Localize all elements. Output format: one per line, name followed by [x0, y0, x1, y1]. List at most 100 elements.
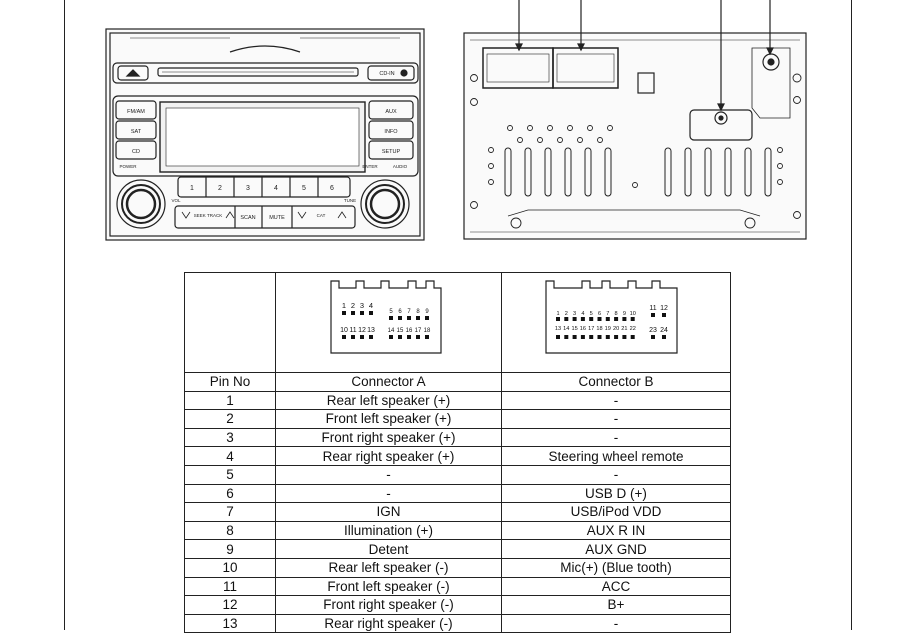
a-pin-9: 9: [425, 309, 429, 315]
pin-no-cell: 7: [184, 502, 276, 522]
b-pin-label-bottom: 24: [660, 327, 668, 334]
label-vol: VOL: [171, 198, 181, 203]
label-fmam: FM/AM: [127, 109, 145, 115]
a-pin-13: 13: [367, 327, 375, 334]
b-pin-label-bottom: 16: [580, 326, 586, 332]
a-pin-6: 6: [398, 309, 402, 315]
radio-rear-view: [463, 0, 807, 240]
b-pin-label-top: 4: [581, 311, 584, 317]
b-pin-label-top: 6: [598, 311, 601, 317]
connector-a-cell: Rear left speaker (+): [275, 390, 502, 411]
connector-b-cell: -: [501, 464, 731, 485]
connector-a-cell: Rear right speaker (-): [275, 613, 502, 633]
preset-2: 2: [218, 185, 222, 192]
b-pin-marker-top: [589, 317, 594, 321]
b-pin-marker-bottom: [589, 335, 594, 339]
pin-assignment-table: 1 2 3 4 5 6 7 8 9 10 11 12 13 14 15 16 1: [184, 272, 731, 633]
pin-no-cell: 13: [184, 613, 276, 633]
pin-no-cell: 4: [184, 446, 276, 466]
b-pin-label-bottom: 17: [588, 326, 594, 332]
connector-a-cell: Front right speaker (-): [275, 595, 502, 615]
b-pin-label-top: 7: [606, 311, 609, 317]
connector-a-cell: IGN: [275, 502, 502, 522]
b-pin-label-top: 1: [556, 311, 559, 317]
table-row: 5--: [184, 464, 731, 485]
label-mute: MUTE: [269, 215, 285, 221]
label-aux: AUX: [385, 109, 397, 115]
b-pin-label-top: 5: [590, 311, 593, 317]
preset-6: 6: [330, 185, 334, 192]
preset-5: 5: [302, 185, 306, 192]
b-pin-label-top: 12: [660, 305, 668, 312]
a-pin-18: 18: [424, 328, 431, 334]
connector-b-cell: USB D (+): [501, 483, 731, 504]
b-pin-label-bottom: 19: [605, 326, 611, 332]
pin-no-cell: 5: [184, 464, 276, 485]
a-pin-4: 4: [369, 301, 373, 310]
label-cat: CAT: [317, 213, 326, 218]
connector-a-cell: Front right speaker (+): [275, 427, 502, 448]
b-pin-marker-bottom: [605, 335, 610, 339]
connector-a-cell: Front left speaker (+): [275, 409, 502, 429]
header-connector-a: Connector A: [275, 372, 502, 392]
label-seek-track: SEEK TRACK: [194, 213, 222, 218]
a-pin-1: 1: [342, 301, 346, 310]
connector-b-cell: AUX GND: [501, 539, 731, 559]
b-pin-marker-top: [580, 317, 585, 321]
pin-no-cell: 2: [184, 409, 276, 429]
table-header-row: Pin No Connector A Connector B: [184, 372, 731, 392]
connector-b-cell: -: [501, 390, 731, 411]
connector-a-cell: Rear left speaker (-): [275, 557, 502, 578]
connector-diagram-row: 1 2 3 4 5 6 7 8 9 10 11 12 13 14 15 16 1: [184, 272, 731, 373]
b-pin-marker-top: [605, 317, 610, 321]
b-pin-marker-top: [572, 317, 577, 321]
label-cd: CD: [132, 149, 140, 155]
b-pin-marker-top: [622, 317, 627, 321]
pin-no-cell: 11: [184, 576, 276, 597]
b-pin-marker-top: [630, 317, 635, 321]
connector-b-cell: AUX R IN: [501, 520, 731, 541]
connector-b-cell: ACC: [501, 576, 731, 597]
b-pin-label-top: 11: [649, 305, 656, 312]
b-pin-label-bottom: 23: [649, 327, 657, 334]
a-pin-17: 17: [415, 328, 422, 334]
b-pin-label-top: 3: [573, 311, 576, 317]
connector-b-cell: -: [501, 427, 731, 448]
connector-a-diagram: 1 2 3 4 5 6 7 8 9 10 11 12 13 14 15 16 1: [330, 280, 442, 354]
header-pin-no: Pin No: [184, 372, 276, 392]
b-pin-marker-top: [651, 313, 655, 317]
connector-a-cell: -: [275, 483, 502, 504]
preset-4: 4: [274, 185, 278, 192]
pin-no-cell: 1: [184, 390, 276, 411]
b-pin-label-top: 10: [630, 311, 636, 317]
connector-a-cell: Rear right speaker (+): [275, 446, 502, 466]
b-pin-marker-top: [614, 317, 619, 321]
b-pin-marker-bottom: [572, 335, 577, 339]
pin-no-cell: 9: [184, 539, 276, 559]
b-pin-marker-top: [597, 317, 602, 321]
connector-a-cell: Detent: [275, 539, 502, 559]
a-pin-11: 11: [349, 327, 356, 334]
b-pin-marker-bottom: [614, 335, 619, 339]
b-pin-label-bottom: 15: [571, 326, 577, 332]
pin-no-cell: 10: [184, 557, 276, 578]
a-pin-8: 8: [416, 309, 420, 315]
preset-1: 1: [190, 185, 194, 192]
connector-b-cell: B+: [501, 595, 731, 615]
b-pin-marker-bottom: [651, 335, 655, 339]
connector-a-cell: Front left speaker (-): [275, 576, 502, 597]
b-pin-marker-top: [564, 317, 569, 321]
pin-no-cell: 12: [184, 595, 276, 615]
a-pin-15: 15: [397, 328, 404, 334]
